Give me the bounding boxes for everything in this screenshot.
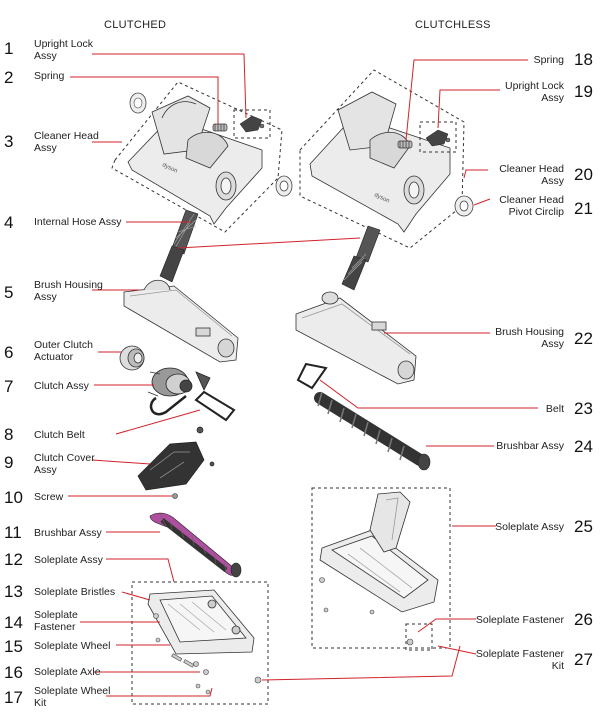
cleaner-head-clutchless bbox=[309, 91, 451, 233]
cleaner-head-clutched bbox=[127, 95, 263, 225]
callout-13-number: 13 bbox=[4, 582, 23, 601]
clutch-belt bbox=[194, 390, 236, 422]
callout-9-number: 9 bbox=[4, 453, 14, 472]
callout-7-label: Clutch Assy bbox=[34, 380, 89, 392]
soleplate-group-box-left bbox=[131, 581, 269, 705]
callout-23-number: 23 bbox=[574, 399, 593, 418]
pivot-circlip-right bbox=[275, 175, 474, 217]
callout-9-label: Clutch Cover Assy bbox=[34, 452, 95, 476]
callout-14-label: Soleplate Fastener bbox=[34, 609, 78, 633]
brush-housing-clutched bbox=[123, 279, 239, 363]
upright-lock-clutchless bbox=[425, 129, 451, 147]
callout-27-number: 27 bbox=[574, 650, 593, 669]
screw bbox=[172, 493, 178, 499]
callout-5-number: 5 bbox=[4, 283, 14, 302]
callout-26-label: Soleplate Fastener bbox=[475, 614, 564, 626]
callout-6-label: Outer Clutch Actuator bbox=[34, 339, 93, 363]
clutch-assembly bbox=[147, 367, 211, 416]
brushbar-clutched bbox=[149, 512, 242, 578]
callout-1-number: 1 bbox=[4, 39, 14, 58]
callout-6-number: 6 bbox=[4, 343, 14, 362]
soleplate-small-parts-right bbox=[319, 577, 414, 646]
header-clutchless: CLUTCHLESS bbox=[415, 19, 491, 31]
callout-16-number: 16 bbox=[4, 663, 23, 682]
callout-20-number: 20 bbox=[574, 165, 593, 184]
callout-16-label: Soleplate Axle bbox=[34, 666, 101, 678]
callout-22-label: Brush Housing Assy bbox=[495, 326, 564, 350]
callout-8-label: Clutch Belt bbox=[34, 429, 85, 441]
soleplate-small-parts-left bbox=[153, 613, 262, 695]
callout-20-label: Cleaner Head Assy bbox=[499, 163, 564, 187]
clutch-cover-clutched bbox=[137, 426, 215, 491]
callout-27-label: Soleplate Fastener Kit bbox=[475, 648, 564, 672]
callout-11-number: 11 bbox=[4, 523, 22, 542]
callout-2-label: Spring bbox=[34, 70, 65, 82]
callout-3-number: 3 bbox=[4, 132, 14, 151]
internal-hose-clutchless bbox=[341, 225, 381, 291]
outer-clutch-actuator bbox=[119, 345, 145, 371]
upright-lock-group-box-left bbox=[233, 109, 271, 139]
callout-26-number: 26 bbox=[574, 610, 593, 629]
callout-13-label: Soleplate Bristles bbox=[34, 586, 116, 598]
callout-10-label: Screw bbox=[34, 491, 64, 503]
leader-lines bbox=[68, 53, 538, 697]
callout-7-number: 7 bbox=[4, 377, 14, 396]
callout-19-label: Upright Lock Assy bbox=[505, 80, 564, 104]
callout-15-label: Soleplate Wheel bbox=[34, 640, 111, 652]
callout-22-number: 22 bbox=[574, 329, 593, 348]
callout-4-number: 4 bbox=[4, 213, 14, 232]
callout-2-number: 2 bbox=[4, 68, 14, 87]
callout-8-number: 8 bbox=[4, 425, 14, 444]
soleplate-group-box-right bbox=[311, 487, 451, 649]
callout-21-number: 21 bbox=[574, 199, 593, 218]
callout-4-label: Internal Hose Assy bbox=[34, 216, 122, 228]
callout-1-label: Upright Lock Assy bbox=[34, 38, 93, 62]
callout-12-number: 12 bbox=[4, 550, 23, 569]
callout-23-label: Belt bbox=[545, 403, 564, 415]
callout-25-label: Soleplate Assy bbox=[495, 521, 564, 533]
soleplate-clutchless bbox=[319, 491, 439, 613]
callout-25-number: 25 bbox=[574, 517, 593, 536]
header-clutched: CLUTCHED bbox=[104, 19, 167, 31]
callout-15-number: 15 bbox=[4, 637, 23, 656]
callout-11-label: Brushbar Assy bbox=[34, 527, 102, 539]
spring-clutched bbox=[212, 123, 228, 132]
brushbar-clutchless bbox=[314, 391, 431, 471]
callout-10-number: 10 bbox=[4, 488, 23, 507]
belt bbox=[296, 362, 328, 390]
callout-24-label: Brushbar Assy bbox=[496, 440, 564, 452]
spring-clutchless bbox=[397, 140, 413, 149]
callout-3-label: Cleaner Head Assy bbox=[34, 130, 99, 154]
soleplate-clutched bbox=[147, 589, 255, 655]
internal-hose-clutched bbox=[159, 209, 199, 283]
callout-17-number: 17 bbox=[4, 688, 23, 707]
callout-18-number: 18 bbox=[574, 50, 593, 69]
callout-14-number: 14 bbox=[4, 613, 23, 632]
callout-17-label: Soleplate Wheel Kit bbox=[34, 685, 111, 709]
callout-18-label: Spring bbox=[533, 54, 564, 66]
cleaner-head-group-box bbox=[111, 81, 283, 233]
callout-21-label: Cleaner Head Pivot Circlip bbox=[499, 194, 564, 218]
callout-19-number: 19 bbox=[574, 82, 593, 101]
callout-5-label: Brush Housing Assy bbox=[34, 279, 103, 303]
fastener-kit-box-right bbox=[405, 623, 433, 651]
brush-housing-clutchless bbox=[295, 291, 417, 385]
callout-24-number: 24 bbox=[574, 437, 593, 456]
upright-lock-clutched bbox=[239, 115, 265, 133]
callout-12-label: Soleplate Assy bbox=[34, 554, 103, 566]
